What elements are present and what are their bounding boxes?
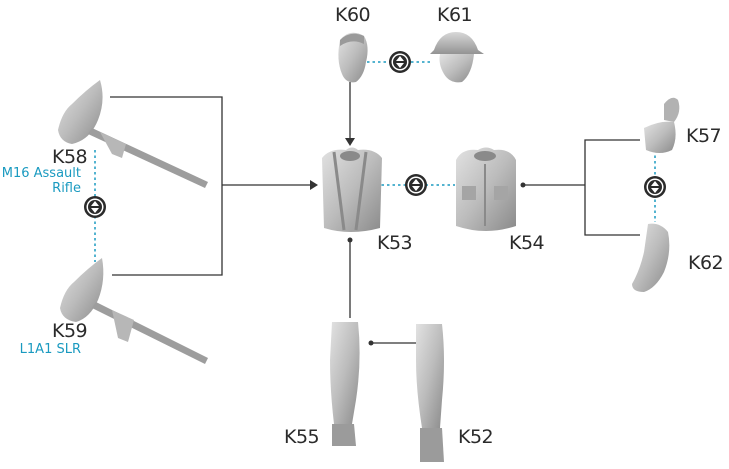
part-k61-head-hat bbox=[430, 32, 484, 83]
label-k58: K58 bbox=[52, 146, 88, 168]
label-k55: K55 bbox=[284, 426, 320, 448]
label-k59: K59 bbox=[52, 320, 88, 342]
label-k60: K60 bbox=[335, 4, 371, 26]
weapon-label-k58-line1: M16 Assault bbox=[1, 166, 81, 181]
connector-lines bbox=[110, 82, 640, 344]
part-k57-arm bbox=[644, 97, 680, 153]
label-k62: K62 bbox=[688, 252, 724, 274]
alternative-swap-icon bbox=[644, 176, 666, 198]
weapon-label-k58-line2: Rifle bbox=[52, 181, 81, 196]
label-k53: K53 bbox=[377, 232, 413, 254]
part-k54-torso bbox=[456, 147, 516, 231]
part-k53-torso bbox=[322, 147, 382, 232]
part-k60-head bbox=[338, 32, 368, 83]
weapon-label-k58: M16 Assault Rifle bbox=[2, 166, 81, 196]
alternative-swap-icon bbox=[84, 196, 106, 218]
part-k62-arm bbox=[632, 223, 670, 292]
part-k55-leg bbox=[330, 322, 360, 446]
weapon-label-k59: L1A1 SLR bbox=[19, 342, 81, 357]
label-k52: K52 bbox=[458, 426, 494, 448]
label-k54: K54 bbox=[509, 232, 545, 254]
part-k52-leg bbox=[416, 324, 444, 462]
connector-ends bbox=[310, 138, 526, 346]
alternative-swap-icon bbox=[405, 174, 427, 196]
label-k57: K57 bbox=[686, 125, 722, 147]
alternative-swap-icon bbox=[389, 51, 411, 73]
label-k61: K61 bbox=[437, 4, 473, 26]
part-k59-arm-slr bbox=[60, 258, 208, 364]
part-k58-arm-m16 bbox=[58, 80, 208, 188]
